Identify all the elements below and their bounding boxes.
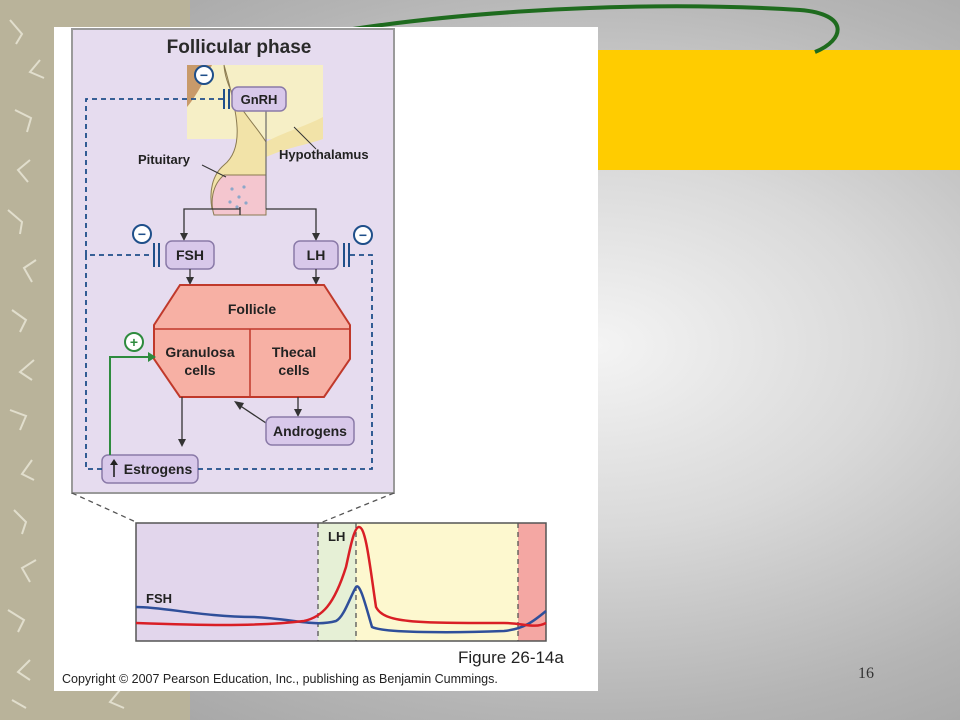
gnrh-label: GnRH <box>241 92 278 107</box>
fsh-curve <box>135 585 547 634</box>
svg-text:−: − <box>200 67 208 83</box>
gnrh-box <box>231 86 287 112</box>
slide-number: 16 <box>858 665 874 682</box>
figure-caption: Figure 26-14a <box>458 648 564 667</box>
hypothalamus-label: Hypothalamus <box>279 147 369 162</box>
increase-arrow-icon <box>110 459 118 465</box>
negative-feedback-icon-lh <box>353 225 373 245</box>
graph-fsh-label: FSH <box>146 591 172 606</box>
svg-text:+: + <box>130 334 138 350</box>
follicular-phase-figure: Follicular phase GnRH − Pituitary Hypoth… <box>54 27 598 691</box>
negative-feedback-icon-fsh <box>132 224 152 244</box>
fsh-label: FSH <box>176 247 204 263</box>
graph-lh-label: LH <box>328 529 345 544</box>
pattern-graphic <box>7 19 175 709</box>
svg-text:−: − <box>138 226 146 242</box>
positive-feedback-icon <box>124 332 144 352</box>
granulosa-label-line1: Granulosa <box>165 344 234 360</box>
lh-label: LH <box>307 247 326 263</box>
figure-title: Follicular phase <box>167 37 312 58</box>
follicle-shape <box>153 284 351 398</box>
androgens-label: Androgens <box>273 423 347 439</box>
negative-feedback-loops <box>85 98 373 470</box>
pituitary-label: Pituitary <box>138 152 191 167</box>
thecal-label-line1: Thecal <box>272 344 316 360</box>
estrogens-label: Estrogens <box>124 461 193 477</box>
negative-feedback-icon-gnrh <box>194 65 214 85</box>
hormone-level-graph: LH FSH <box>135 522 547 642</box>
lh-curve <box>135 525 547 627</box>
svg-text:−: − <box>359 227 367 243</box>
granulosa-label-line2: cells <box>184 362 215 378</box>
androgens-box <box>265 416 355 446</box>
copyright-notice: Copyright © 2007 Pearson Education, Inc.… <box>62 672 498 686</box>
follicle-label: Follicle <box>228 301 276 317</box>
decorative-swoosh <box>249 4 840 54</box>
thecal-label-line2: cells <box>278 362 309 378</box>
figure-graphic: Follicular phase GnRH − Pituitary Hypoth… <box>62 28 564 686</box>
